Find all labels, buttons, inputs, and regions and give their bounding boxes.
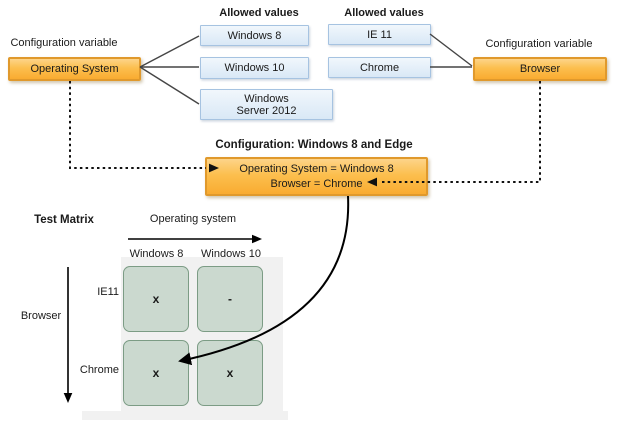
matrix-cell-ie11-windows8: x [123,266,189,332]
y-axis-arrowhead-icon [63,393,73,403]
row-header-ie11: IE11 [97,286,119,298]
os-variable-caption: Configuration variable [10,37,118,49]
browser-value-label: IE 11 [367,28,392,41]
browser-value-connectors [429,33,473,68]
os-value-label: Windows Server 2012 [236,92,297,117]
browser-value-box-chrome: Chrome [328,57,431,78]
os-value-label: Windows 10 [224,62,285,74]
cell-mark: x [226,366,234,380]
os-value-label: Windows 8 [227,29,282,42]
os-allowed-values-header: Allowed values [219,7,299,19]
row-header-chrome: Chrome [79,364,119,376]
matrix-cell-chrome-windows8: x [123,340,189,406]
browser-value-label: Chrome [359,61,400,74]
matrix-cell-ie11-windows10: - [197,266,263,332]
cell-mark: x [152,366,160,380]
cell-mark: x [152,292,160,306]
os-variable-label: Operating System [30,63,119,75]
y-axis-label: Browser [20,310,62,322]
column-header-windows8: Windows 8 [129,248,184,260]
os-value-connectors [139,35,200,105]
browser-allowed-values-header: Allowed values [344,7,424,19]
os-value-box-windows-server: Windows Server 2012 [200,89,333,120]
test-matrix-title: Test Matrix [34,214,94,226]
configuration-title: Configuration: Windows 8 and Edge [215,139,413,151]
configuration-line-browser: Browser = Chrome [270,177,363,190]
configuration-line-os: Operating System = Windows 8 [239,162,394,175]
matrix-cell-chrome-windows10: x [197,340,263,406]
browser-value-box-ie11: IE 11 [328,24,431,45]
os-value-box-windows10: Windows 10 [200,57,309,79]
x-axis-label: Operating system [149,213,237,225]
os-variable-box: Operating System [8,57,141,81]
configuration-box: Operating System = Windows 8 Browser = C… [205,157,428,196]
x-axis-arrowhead-icon [252,234,262,244]
browser-variable-box: Browser [473,57,607,81]
browser-variable-caption: Configuration variable [485,38,593,50]
column-header-windows10: Windows 10 [201,248,261,260]
browser-variable-label: Browser [519,63,561,75]
os-to-config-dotted-line [69,81,206,169]
os-value-box-windows8: Windows 8 [200,25,309,46]
cell-mark: - [228,292,232,306]
matrix-shadow-strip [82,411,288,420]
